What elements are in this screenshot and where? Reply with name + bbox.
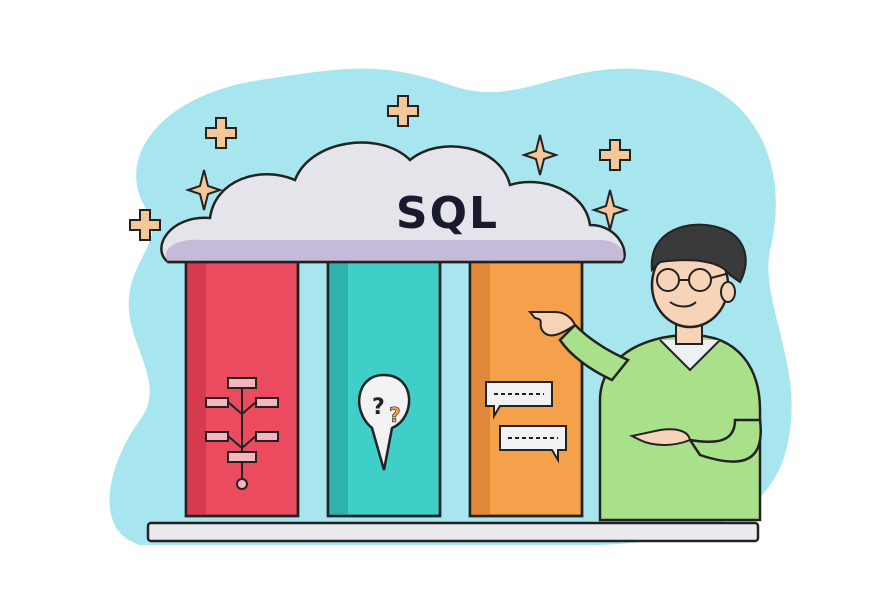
chat-bubbles-icon <box>485 381 567 464</box>
flowchart-icon <box>205 377 279 490</box>
plus-icon <box>129 95 631 241</box>
sql-cloud <box>160 141 626 264</box>
glasses-icon <box>656 268 727 292</box>
svg-text:?: ? <box>389 403 401 427</box>
base-platform <box>146 521 760 543</box>
man-character <box>527 223 762 522</box>
sparkle-icon <box>184 134 630 231</box>
man-hair <box>650 223 747 284</box>
svg-text:?: ? <box>372 395 385 420</box>
pointing-hand <box>527 311 577 337</box>
question-bubble-icon: ? ? <box>357 373 411 471</box>
